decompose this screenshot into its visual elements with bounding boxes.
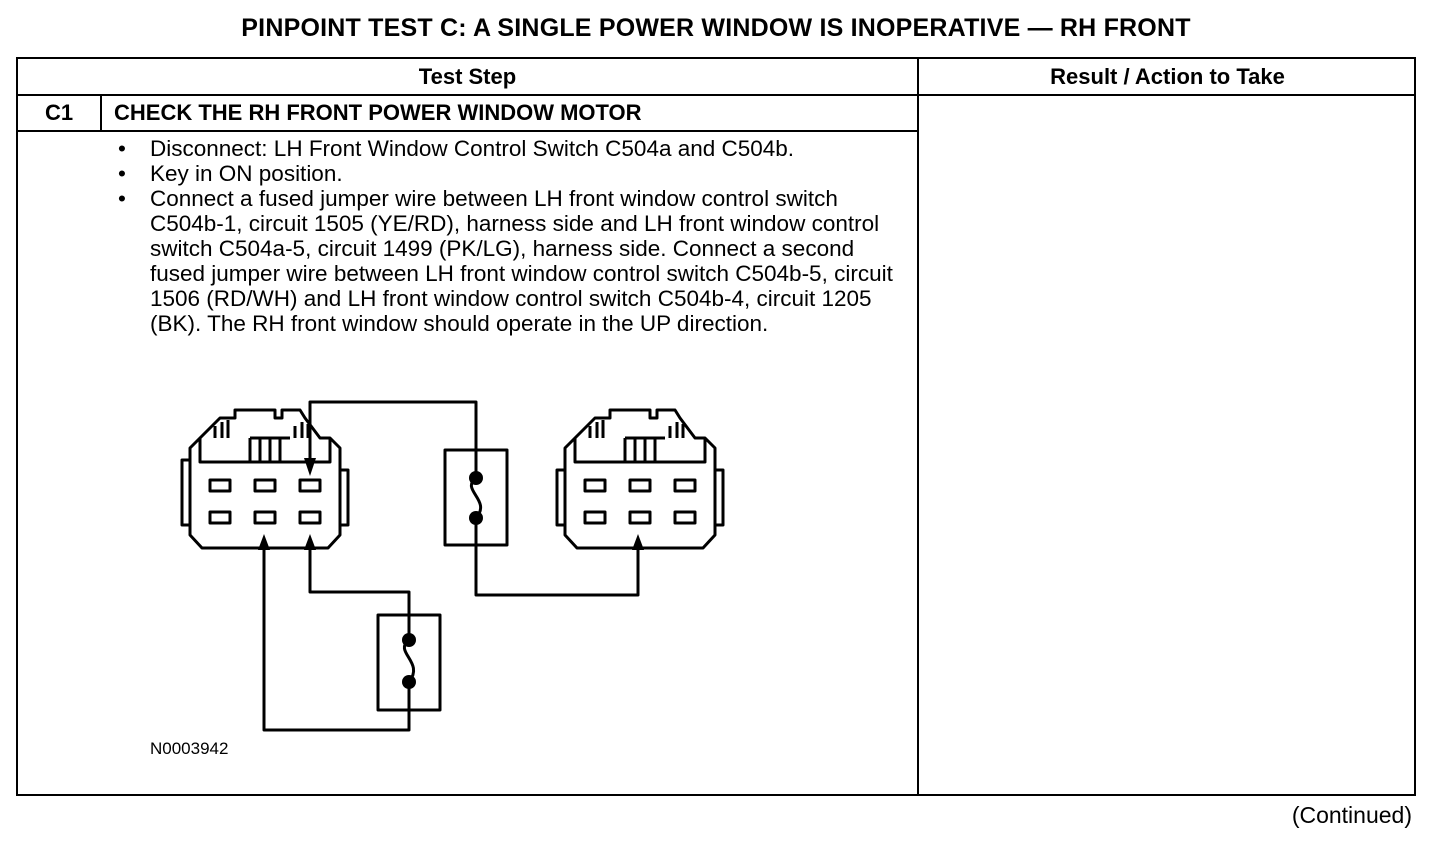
bullet-icon: • [118,186,126,211]
jumper-wire-2 [308,550,411,640]
instruction-item: •Connect a fused jumper wire between LH … [118,186,893,336]
page-title: PINPOINT TEST C: A SINGLE POWER WINDOW I… [241,14,1191,42]
bullet-icon: • [118,136,126,161]
header-result-action: Result / Action to Take [1050,64,1285,89]
instruction-item: •Key in ON position. [118,161,343,186]
step-title-divider [18,130,917,132]
step-id: C1 [44,100,74,125]
step-instructions: •Disconnect: LH Front Window Control Swi… [112,136,902,336]
header-divider [18,94,1414,96]
right-connector-icon [555,408,725,550]
bullet-icon: • [118,161,126,186]
pinpoint-test-table: Test Step Result / Action to Take C1 CHE… [16,57,1416,796]
step-title: CHECK THE RH FRONT POWER WINDOW MOTOR [114,100,642,125]
instruction-item: •Disconnect: LH Front Window Control Swi… [118,136,795,161]
header-test-step: Test Step [418,64,517,89]
step-id-divider [100,96,102,130]
jumper-wire-2b [262,550,411,732]
jumper-wire-1b [474,518,640,597]
jumper-wire-diagram: N0003942 [150,400,725,758]
figure-id: N0003942 [150,739,228,758]
continued-note: (Continued) [1291,802,1412,828]
left-connector-icon [180,408,350,550]
jumper-wire-1 [308,400,478,478]
column-divider [917,59,919,794]
